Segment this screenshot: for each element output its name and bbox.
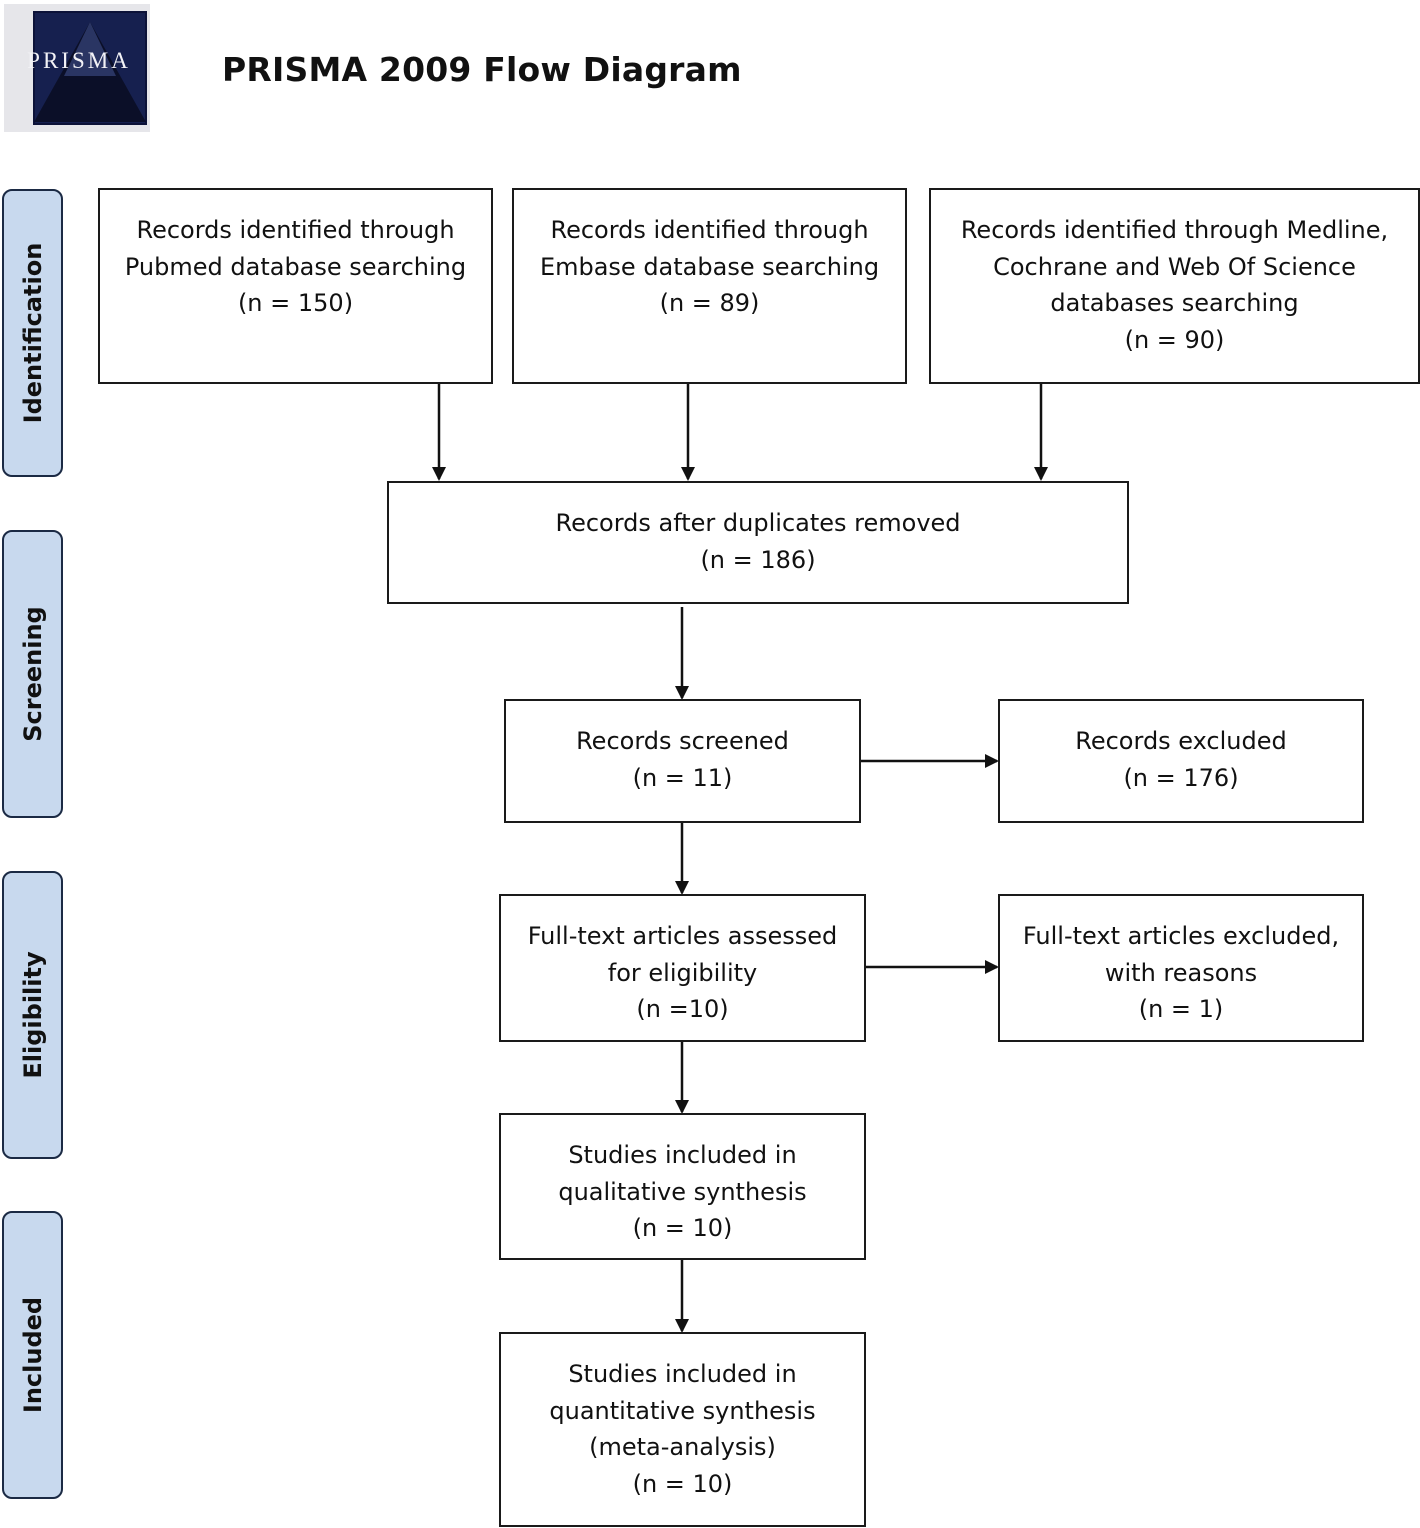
box-line: (n = 186) — [700, 545, 816, 574]
box-line: (meta-analysis) — [589, 1433, 776, 1461]
box-qualitative-synthesis: Studies included in qualitative synthesi… — [499, 1113, 866, 1260]
box-line: (n = 176) — [1123, 763, 1239, 792]
box-line: quantitative synthesis — [549, 1396, 816, 1425]
box-line: Records screened — [576, 727, 789, 755]
box-line: (n = 10) — [632, 1214, 733, 1242]
box-line: (n = 1) — [1138, 995, 1224, 1023]
box-after-duplicates: Records after duplicates removed (n = 18… — [387, 481, 1129, 604]
box-line: (n = 89) — [659, 289, 760, 317]
box-line: (n = 150) — [237, 289, 354, 317]
box-line: Records identified through — [136, 216, 455, 244]
logo-wordmark: PRISMA — [27, 48, 131, 73]
box-records-screened: Records screened (n = 11) — [504, 699, 861, 823]
box-line: databases searching — [1050, 289, 1299, 317]
box-line: (n = 11) — [632, 763, 733, 792]
box-fulltext-excluded: Full-text articles excluded, with reason… — [998, 894, 1364, 1042]
prisma-logo: PRISMA — [4, 4, 150, 132]
stage-identification: Identification — [2, 189, 63, 477]
box-line: Cochrane and Web Of Science — [993, 252, 1356, 281]
box-pubmed-records: Records identified through Pubmed databa… — [98, 188, 493, 384]
box-line: Records after duplicates removed — [555, 509, 961, 537]
box-line: (n = 90) — [1124, 325, 1225, 354]
box-fulltext-assessed: Full-text articles assessed for eligibil… — [499, 894, 866, 1042]
box-line: Embase database searching — [539, 252, 880, 281]
box-line: Records identified through — [550, 216, 869, 244]
stage-screening: Screening — [2, 530, 63, 818]
box-embase-records: Records identified through Embase databa… — [512, 188, 907, 384]
box-line: for eligibility — [607, 958, 758, 987]
box-line: Studies included in — [568, 1360, 797, 1388]
stage-included: Included — [2, 1211, 63, 1499]
box-other-databases-records: Records identified through Medline, Coch… — [929, 188, 1420, 384]
box-line: (n =10) — [636, 995, 729, 1023]
box-line: Studies included in — [568, 1141, 797, 1169]
box-quantitative-synthesis: Studies included in quantitative synthes… — [499, 1332, 866, 1527]
box-line: Pubmed database searching — [124, 252, 467, 281]
box-line: Full-text articles excluded, — [1022, 922, 1340, 950]
box-line: Full-text articles assessed — [527, 922, 838, 950]
box-line: qualitative synthesis — [558, 1177, 807, 1206]
box-records-excluded: Records excluded (n = 176) — [998, 699, 1364, 823]
stage-eligibility: Eligibility — [2, 871, 63, 1159]
box-line: Records excluded — [1075, 727, 1287, 755]
box-line: Records identified through Medline, — [960, 216, 1389, 244]
page-title: PRISMA 2009 Flow Diagram — [222, 50, 742, 89]
box-line: (n = 10) — [632, 1469, 733, 1498]
box-line: with reasons — [1104, 958, 1258, 987]
